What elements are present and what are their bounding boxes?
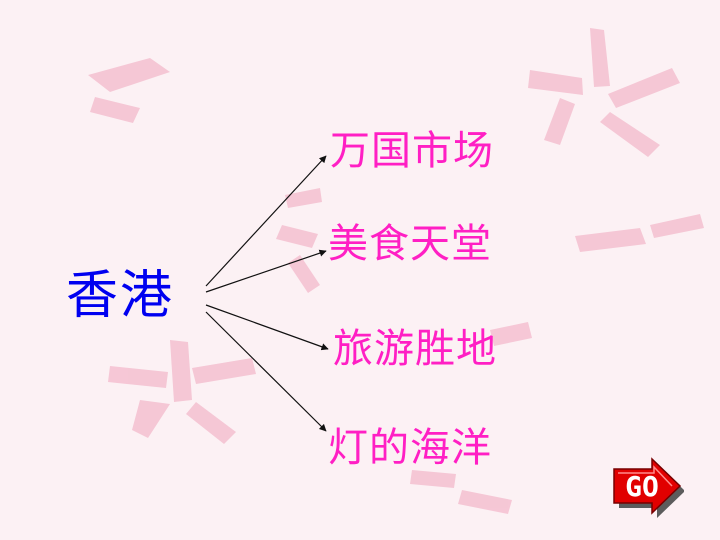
branch-item-1: 万国市场: [330, 128, 494, 174]
go-label: GO: [625, 470, 659, 503]
go-button[interactable]: GO: [612, 457, 685, 519]
branch-item-3: 旅游胜地: [333, 326, 497, 372]
branch-item-2: 美食天堂: [328, 221, 492, 267]
arrow-to-branch-1: [205, 155, 327, 287]
arrow-right-icon: [613, 457, 685, 518]
center-title: 香港: [66, 266, 175, 326]
arrow-to-branch-3: [205, 304, 329, 351]
branch-item-4: 灯的海洋: [328, 425, 492, 471]
flower-pattern-icon: [88, 28, 704, 514]
arrow-to-branch-2: [205, 249, 327, 293]
arrow-to-branch-4: [205, 311, 327, 432]
